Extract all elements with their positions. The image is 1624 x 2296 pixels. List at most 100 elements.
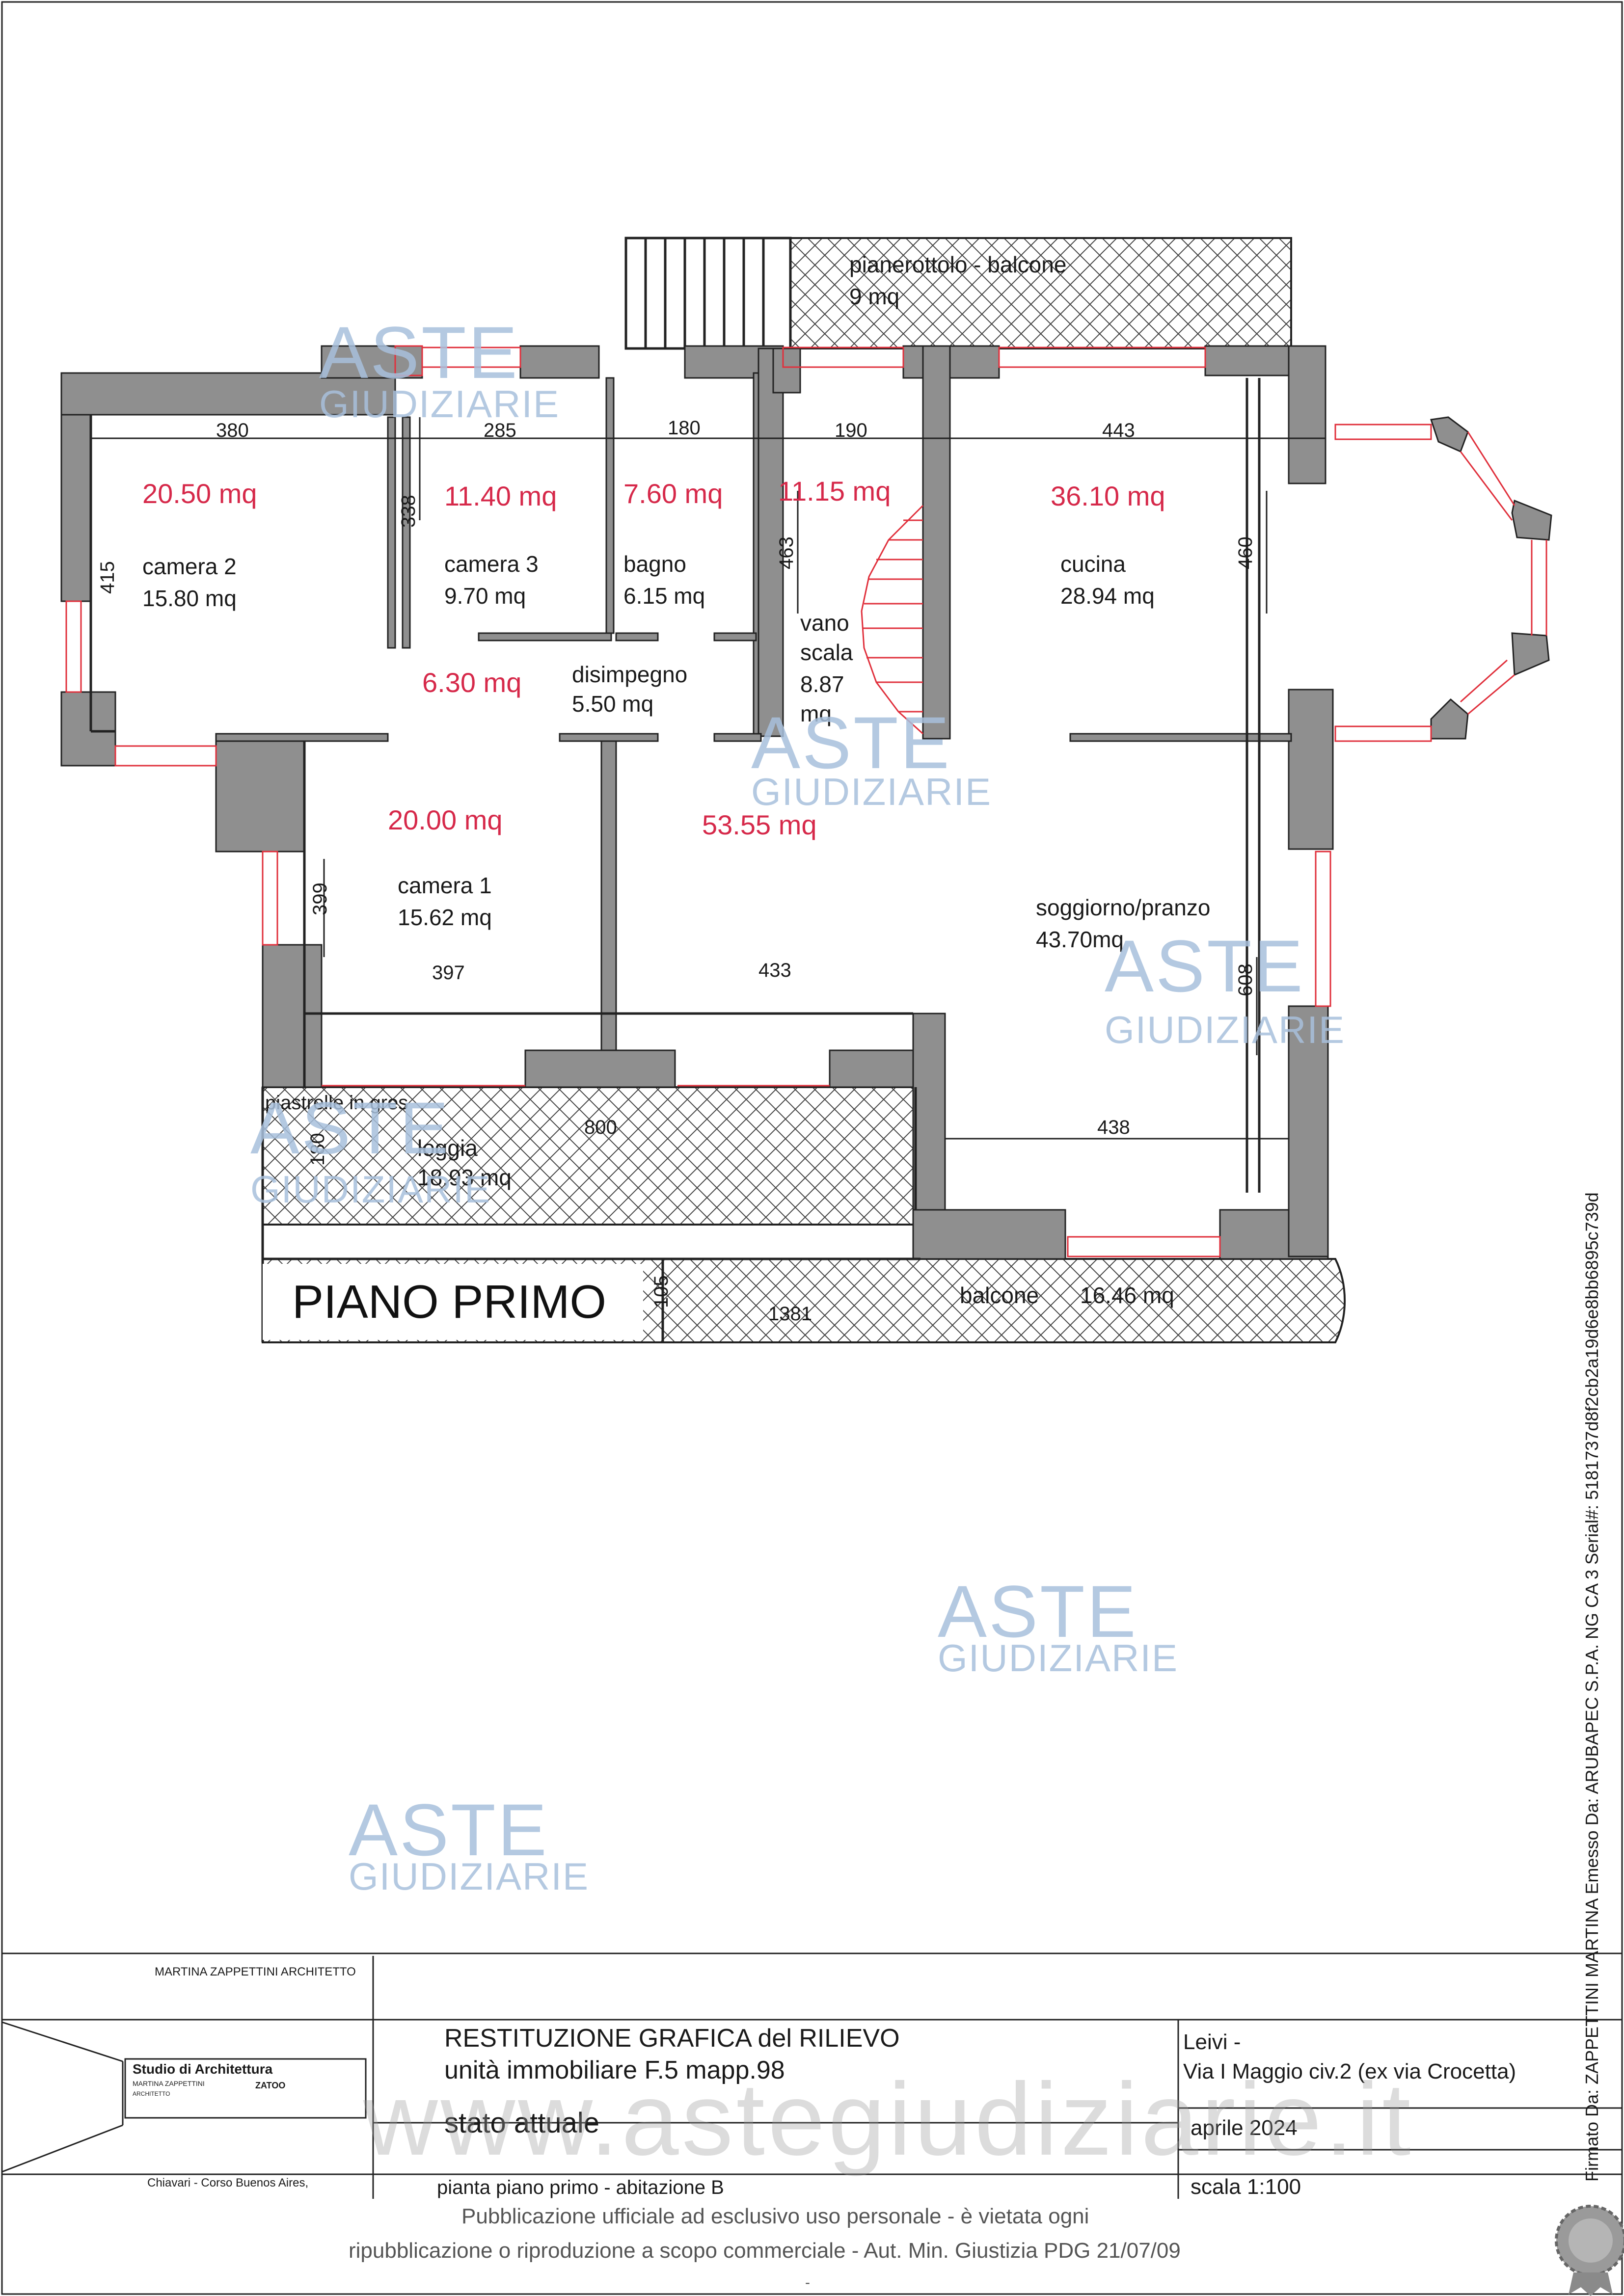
svg-text:399: 399 (309, 882, 331, 915)
area-cucina: 36.10 mq (1051, 481, 1165, 511)
room-loggia: loggia (417, 1135, 478, 1161)
svg-text:15.80 mq: 15.80 mq (142, 586, 237, 611)
area-vano-scala: 11.15 mq (778, 476, 891, 507)
svg-text:ASTE: ASTE (938, 1570, 1138, 1653)
svg-text:463: 463 (776, 536, 797, 569)
svg-text:GIUDIZIARIE: GIUDIZIARIE (938, 1636, 1178, 1680)
svg-text:1381: 1381 (768, 1303, 812, 1325)
area-camera-3: 11.40 mq (444, 481, 557, 511)
svg-text:105: 105 (650, 1275, 672, 1308)
svg-text:MARTINA ZAPPETTINI ARCHITETTO: MARTINA ZAPPETTINI ARCHITETTO (155, 1965, 356, 1978)
svg-text:ZATOO: ZATOO (255, 2081, 285, 2090)
svg-text:5.50 mq: 5.50 mq (572, 691, 653, 717)
svg-text:800: 800 (584, 1117, 617, 1138)
svg-text:Leivi -: Leivi - (1183, 2030, 1241, 2054)
windows (65, 345, 1547, 1257)
room-vano-scala: vano (800, 610, 849, 636)
area-camera-1: 20.00 mq (388, 804, 503, 835)
svg-text:43.70mq: 43.70mq (1036, 927, 1124, 952)
interior-stair (861, 505, 924, 735)
svg-text:190: 190 (835, 420, 867, 441)
svg-text:GIUDIZIARIE: GIUDIZIARIE (1105, 1008, 1345, 1051)
svg-text:pianta piano primo - abitazion: pianta piano primo - abitazione B (437, 2177, 724, 2198)
svg-text:GIUDIZIARIE: GIUDIZIARIE (349, 1855, 589, 1898)
room-soggiorno: soggiorno/pranzo (1036, 895, 1210, 920)
landing-balcony-hatch (789, 237, 1292, 349)
svg-text:9.70 mq: 9.70 mq (444, 583, 526, 609)
svg-text:mq: mq (800, 701, 832, 726)
svg-text:397: 397 (432, 962, 465, 984)
dimension-lines (91, 417, 1326, 1140)
dimension-labels: 380 285 180 190 443 338 415 463 460 399 … (97, 417, 1256, 1325)
room-cucina: cucina (1060, 551, 1126, 577)
svg-text:338: 338 (398, 495, 419, 528)
svg-text:443: 443 (1102, 420, 1135, 441)
svg-text:9 mq: 9 mq (849, 284, 899, 309)
svg-text:415: 415 (97, 561, 118, 594)
svg-text:stato attuale: stato attuale (444, 2107, 599, 2139)
svg-text:28.94 mq: 28.94 mq (1060, 583, 1155, 609)
room-pianerottolo: pianerottolo - balcone (849, 252, 1066, 277)
tile-note: piastrelle in gres (265, 1092, 408, 1114)
svg-text:Via I Maggio civ.2 (ex via Cro: Via I Maggio civ.2 (ex via Crocetta) (1183, 2059, 1516, 2083)
title-block (1, 1952, 1622, 2199)
svg-text:18.93 mq: 18.93 mq (417, 1165, 512, 1190)
room-camera-2: camera 2 (142, 554, 237, 579)
svg-text:GIUDIZIARIE: GIUDIZIARIE (319, 382, 560, 426)
title-block-text: MARTINA ZAPPETTINI ARCHITETTO Studio di … (133, 1965, 1516, 2199)
room-balcone: balcone (960, 1282, 1039, 1308)
exterior-stair (624, 237, 792, 350)
svg-text:380: 380 (216, 420, 249, 441)
svg-text:GIUDIZIARIE: GIUDIZIARIE (751, 770, 992, 813)
svg-text:scala: scala (800, 640, 853, 665)
area-disimpegno: 6.30 mq (422, 667, 521, 698)
room-bagno: bagno (623, 551, 686, 577)
area-camera-2: 20.50 mq (142, 478, 257, 509)
svg-text:180: 180 (307, 1133, 328, 1166)
svg-text:15.62 mq: 15.62 mq (398, 905, 492, 930)
svg-text:460: 460 (1235, 536, 1256, 569)
area-bagno: 7.60 mq (623, 478, 723, 509)
svg-text:RESTITUZIONE GRAFICA del RILIE: RESTITUZIONE GRAFICA del RILIEVO (444, 2024, 900, 2053)
svg-text:Pubblicazione ufficiale ad esc: Pubblicazione ufficiale ad esclusivo uso… (461, 2204, 1089, 2228)
svg-text:GIUDIZIARIE: GIUDIZIARIE (250, 1168, 491, 1211)
svg-text:Studio di Architettura: Studio di Architettura (133, 2061, 273, 2077)
room-labels: camera 2 15.80 mq camera 3 9.70 mq bagno… (142, 252, 1210, 1308)
loggia-hatch (262, 1086, 917, 1226)
svg-text:6.15 mq: 6.15 mq (623, 583, 705, 609)
footer-notice: Pubblicazione ufficiale ad esclusivo uso… (349, 2204, 1181, 2291)
svg-text:aprile 2024: aprile 2024 (1191, 2116, 1298, 2140)
plan-title-box (263, 1264, 643, 1340)
svg-text:ASTE: ASTE (250, 1087, 451, 1169)
svg-text:scala 1:100: scala 1:100 (1191, 2175, 1301, 2199)
svg-text:-: - (805, 2274, 810, 2291)
svg-text:180: 180 (668, 417, 701, 439)
svg-text:16.46 mq: 16.46 mq (1080, 1282, 1174, 1308)
svg-text:unità immobiliare F.5 mapp.98: unità immobiliare F.5 mapp.98 (444, 2056, 785, 2084)
room-camera-1: camera 1 (398, 873, 492, 898)
svg-text:ASTE: ASTE (349, 1789, 549, 1871)
plan-title: PIANO PRIMO (292, 1276, 606, 1328)
watermarks: ASTE GIUDIZIARIE ASTE GIUDIZIARIE ASTE G… (250, 311, 1345, 1898)
room-disimpegno: disimpegno (572, 662, 687, 687)
svg-text:285: 285 (484, 420, 516, 441)
svg-text:608: 608 (1235, 963, 1256, 996)
area-soggiorno: 53.55 mq (702, 809, 817, 840)
digital-signature: Firmato Da: ZAPPETTINI MARTINA Emesso Da… (1582, 1192, 1602, 2182)
walls (60, 345, 1552, 1260)
room-camera-3: camera 3 (444, 551, 539, 577)
svg-text:ASTE: ASTE (1105, 925, 1305, 1007)
svg-text:ASTE: ASTE (751, 701, 951, 784)
svg-text:ARCHITETTO: ARCHITETTO (133, 2090, 170, 2097)
gross-areas: 20.50 mq 11.40 mq 7.60 mq 11.15 mq 36.10… (142, 476, 1165, 840)
site-watermark: www.astegiudiziarie.it (363, 2061, 1414, 2177)
svg-text:438: 438 (1097, 1117, 1130, 1138)
svg-text:433: 433 (758, 960, 791, 981)
svg-text:ripubblicazione o riproduzione: ripubblicazione o riproduzione a scopo c… (349, 2239, 1181, 2263)
seal-icon (1555, 2205, 1624, 2296)
svg-text:MARTINA ZAPPETTINI: MARTINA ZAPPETTINI (133, 2080, 205, 2087)
svg-text:ASTE: ASTE (319, 311, 519, 394)
